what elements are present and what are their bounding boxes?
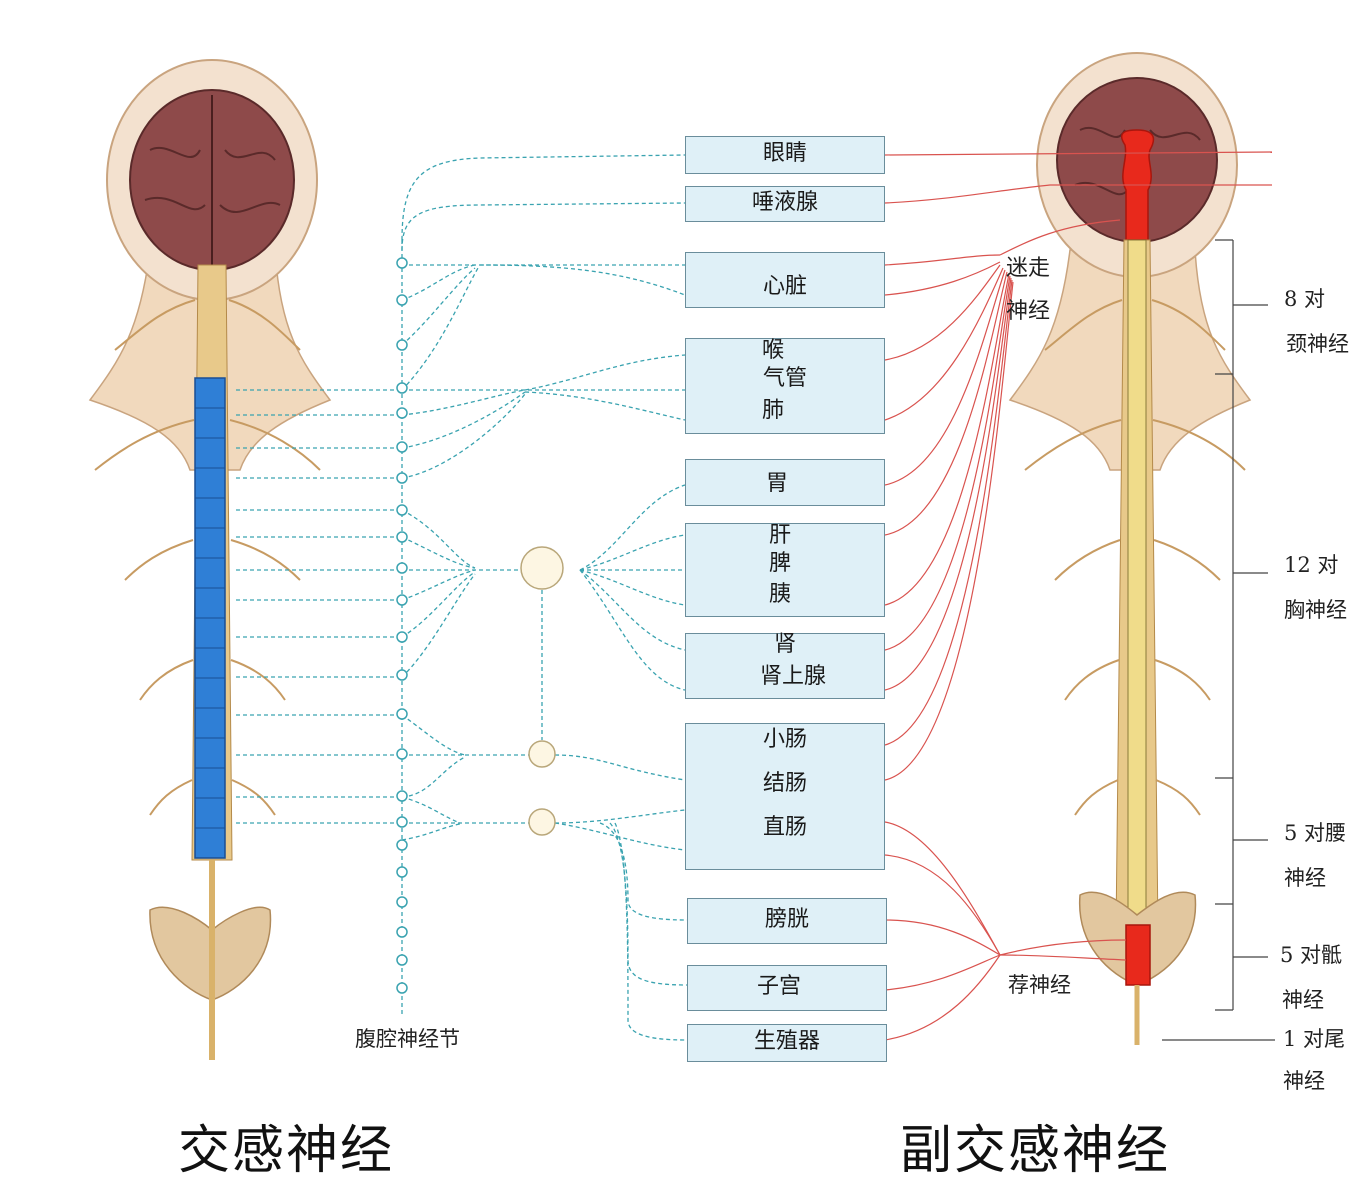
sympathetic-chain bbox=[236, 154, 688, 1041]
organ-label-bladder: 膀胱 bbox=[764, 907, 809, 932]
left-body-figure bbox=[88, 59, 332, 1060]
organ-box-uterus: 子宫 bbox=[687, 965, 887, 1011]
organ-label-small-intestine: 小肠 bbox=[762, 727, 807, 752]
vagus-nerve-label-2: 神经 bbox=[1006, 299, 1051, 324]
organ-label-stomach: 胃 bbox=[765, 471, 788, 496]
superior-mesenteric-ganglion-circle bbox=[528, 740, 556, 768]
organ-box-kidney: 肾 肾上腺 bbox=[685, 632, 885, 699]
organ-label-trachea: 气管 bbox=[762, 366, 807, 391]
parasympathetic-title: 副交感神经 bbox=[900, 1121, 1171, 1181]
organ-box-genitals: 生殖器 bbox=[687, 1024, 887, 1062]
organ-label-rectum: 直肠 bbox=[762, 815, 807, 840]
organ-label-spleen: 脾 bbox=[768, 551, 791, 576]
organ-box-stomach: 胃 bbox=[685, 459, 885, 506]
sacral-name-label: 神经 bbox=[1282, 988, 1324, 1012]
sacral-count-label: 5 对骶 bbox=[1280, 943, 1343, 967]
organ-label-kidney: 肾 bbox=[773, 632, 796, 657]
lumbar-count-label: 5 对腰 bbox=[1284, 821, 1347, 845]
organ-box-liver-spleen-pancreas: 肝 脾 胰 bbox=[685, 523, 885, 617]
organ-label-lung: 肺 bbox=[761, 398, 784, 423]
organ-label-salivary-glands: 唾液腺 bbox=[751, 190, 818, 215]
thoracic-count-label: 12 对 bbox=[1284, 553, 1339, 577]
organ-box-salivary-glands: 唾液腺 bbox=[685, 186, 885, 222]
organ-box-eyes: 眼睛 bbox=[685, 136, 885, 174]
sympathetic-ganglia bbox=[396, 257, 408, 994]
sympathetic-title: 交感神经 bbox=[178, 1121, 395, 1181]
organ-label-genitals: 生殖器 bbox=[753, 1029, 820, 1054]
thoracic-name-label: 胸神经 bbox=[1284, 598, 1347, 622]
organ-box-heart: 心脏 bbox=[685, 252, 885, 308]
organ-label-uterus: 子宫 bbox=[756, 974, 801, 999]
celiac-ganglion-circle bbox=[520, 546, 564, 590]
celiac-ganglion-label: 腹腔神经节 bbox=[355, 1027, 460, 1051]
sacral-nerve-label: 荐神经 bbox=[1008, 973, 1071, 997]
organ-label-eyes: 眼睛 bbox=[762, 141, 807, 166]
parasympathetic-lines bbox=[884, 151, 1273, 1041]
cervical-count-label: 8 对 bbox=[1284, 287, 1326, 311]
vagus-nerve-label-1: 迷走 bbox=[1006, 256, 1051, 281]
organ-box-respiratory: 喉 气管 肺 bbox=[685, 338, 885, 434]
organ-label-colon: 结肠 bbox=[762, 771, 807, 796]
lumbar-name-label: 神经 bbox=[1284, 866, 1326, 890]
cervical-name-label: 颈神经 bbox=[1286, 332, 1349, 356]
coccygeal-name-label: 神经 bbox=[1283, 1069, 1325, 1093]
organ-label-adrenal: 肾上腺 bbox=[759, 664, 826, 689]
inferior-mesenteric-ganglion-circle bbox=[528, 808, 556, 836]
prevertebral-ganglia bbox=[520, 546, 564, 836]
right-spinal-cord bbox=[1127, 239, 1147, 921]
organ-label-larynx: 喉 bbox=[761, 338, 784, 363]
organ-box-bladder: 膀胱 bbox=[687, 898, 887, 944]
organ-label-liver: 肝 bbox=[768, 523, 791, 548]
right-body-figure bbox=[1008, 52, 1252, 1045]
organ-label-pancreas: 胰 bbox=[768, 582, 791, 607]
coccygeal-count-label: 1 对尾 bbox=[1283, 1027, 1346, 1051]
organ-label-heart: 心脏 bbox=[762, 274, 807, 299]
spinal-brackets bbox=[1162, 239, 1275, 1041]
right-sacral-cord bbox=[1125, 924, 1151, 986]
organ-box-intestines: 小肠 结肠 直肠 bbox=[685, 723, 885, 870]
